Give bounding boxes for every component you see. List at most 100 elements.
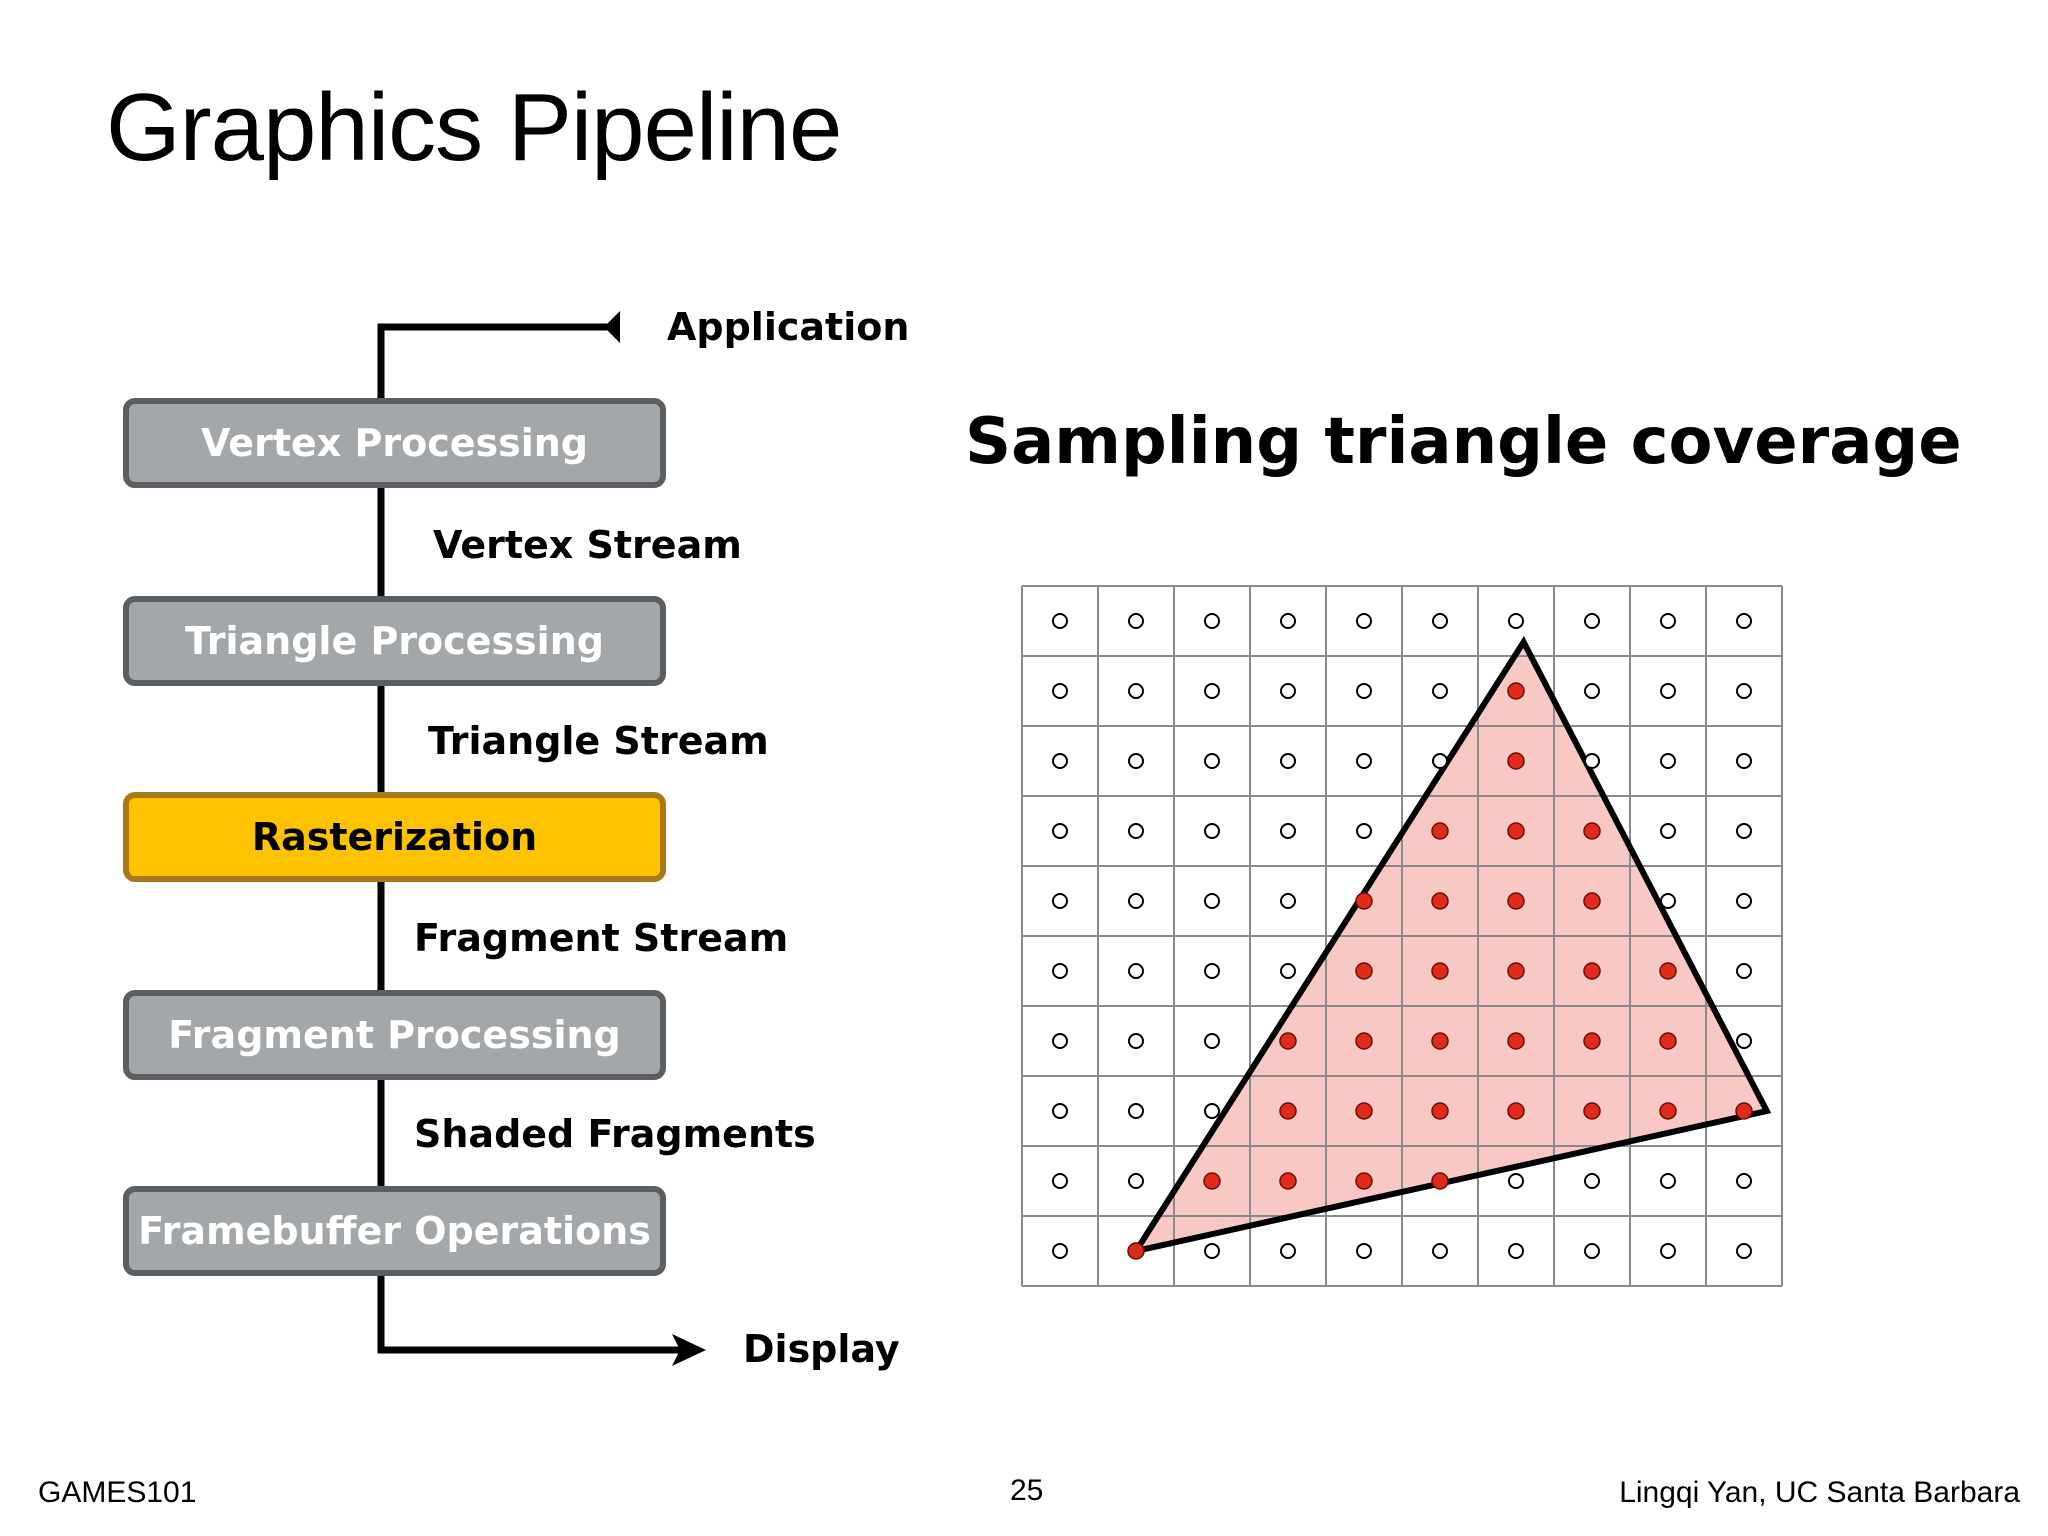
- footer-course: GAMES101: [38, 1476, 197, 1509]
- uncovered-sample-point: [1128, 1103, 1144, 1119]
- uncovered-sample-point: [1356, 753, 1372, 769]
- application-input-line: [377, 323, 612, 398]
- covered-sample-point: [1355, 1102, 1373, 1120]
- covered-sample-point: [1355, 1172, 1373, 1190]
- uncovered-sample-point: [1052, 1243, 1068, 1259]
- uncovered-sample-point: [1204, 753, 1220, 769]
- covered-sample-point: [1203, 1172, 1221, 1190]
- uncovered-sample-point: [1508, 1243, 1524, 1259]
- uncovered-sample-point: [1052, 613, 1068, 629]
- covered-sample-point: [1583, 962, 1601, 980]
- slide-title: Graphics Pipeline: [106, 74, 842, 181]
- covered-sample-point: [1735, 1102, 1753, 1120]
- covered-sample-point: [1507, 1102, 1525, 1120]
- stage-framebuffer-operations: Framebuffer Operations: [123, 1186, 666, 1276]
- uncovered-sample-point: [1204, 823, 1220, 839]
- application-input-arrowhead: [604, 311, 620, 343]
- uncovered-sample-point: [1128, 1033, 1144, 1049]
- uncovered-sample-point: [1280, 1243, 1296, 1259]
- stage-triangle-processing: Triangle Processing: [123, 596, 666, 686]
- coverage-grid-diagram: [1021, 585, 1783, 1287]
- uncovered-sample-point: [1584, 1173, 1600, 1189]
- uncovered-sample-point: [1736, 963, 1752, 979]
- uncovered-sample-point: [1660, 613, 1676, 629]
- covered-sample-point: [1659, 1032, 1677, 1050]
- uncovered-sample-point: [1280, 823, 1296, 839]
- uncovered-sample-point: [1280, 963, 1296, 979]
- covered-sample-point: [1279, 1032, 1297, 1050]
- uncovered-sample-point: [1128, 823, 1144, 839]
- stage-vertex-processing: Vertex Processing: [123, 398, 666, 488]
- uncovered-sample-point: [1128, 893, 1144, 909]
- uncovered-sample-point: [1356, 683, 1372, 699]
- coverage-diagram-title: Sampling triangle coverage: [965, 405, 1962, 479]
- uncovered-sample-point: [1356, 613, 1372, 629]
- triangle-fill: [1136, 642, 1767, 1251]
- uncovered-sample-point: [1584, 683, 1600, 699]
- uncovered-sample-point: [1204, 963, 1220, 979]
- covered-sample-point: [1431, 1032, 1449, 1050]
- uncovered-sample-point: [1128, 963, 1144, 979]
- uncovered-sample-point: [1204, 1103, 1220, 1119]
- uncovered-sample-point: [1736, 683, 1752, 699]
- covered-sample-point: [1431, 1102, 1449, 1120]
- uncovered-sample-point: [1432, 753, 1448, 769]
- uncovered-sample-point: [1432, 613, 1448, 629]
- uncovered-sample-point: [1584, 753, 1600, 769]
- covered-sample-point: [1507, 682, 1525, 700]
- uncovered-sample-point: [1204, 1243, 1220, 1259]
- application-label: Application: [667, 305, 910, 349]
- uncovered-sample-point: [1052, 963, 1068, 979]
- covered-sample-point: [1355, 892, 1373, 910]
- uncovered-sample-point: [1052, 1173, 1068, 1189]
- covered-sample-point: [1583, 1032, 1601, 1050]
- shaded-fragments-label: Shaded Fragments: [414, 1112, 816, 1156]
- uncovered-sample-point: [1736, 823, 1752, 839]
- uncovered-sample-point: [1660, 893, 1676, 909]
- uncovered-sample-point: [1736, 893, 1752, 909]
- uncovered-sample-point: [1736, 1243, 1752, 1259]
- footer-author: Lingqi Yan, UC Santa Barbara: [1619, 1476, 2020, 1509]
- covered-sample-point: [1583, 892, 1601, 910]
- stage-rasterization: Rasterization: [123, 792, 666, 882]
- uncovered-sample-point: [1052, 1033, 1068, 1049]
- uncovered-sample-point: [1052, 1103, 1068, 1119]
- uncovered-sample-point: [1660, 1173, 1676, 1189]
- uncovered-sample-point: [1584, 613, 1600, 629]
- uncovered-sample-point: [1660, 683, 1676, 699]
- triangle-outline: [1129, 635, 1772, 1256]
- uncovered-sample-point: [1432, 683, 1448, 699]
- uncovered-sample-point: [1052, 893, 1068, 909]
- uncovered-sample-point: [1736, 1173, 1752, 1189]
- uncovered-sample-point: [1052, 683, 1068, 699]
- uncovered-sample-point: [1204, 1033, 1220, 1049]
- covered-sample-point: [1507, 892, 1525, 910]
- covered-sample-point: [1431, 892, 1449, 910]
- triangle-stream-label: Triangle Stream: [428, 719, 769, 763]
- covered-sample-point: [1279, 1102, 1297, 1120]
- uncovered-sample-point: [1128, 753, 1144, 769]
- uncovered-sample-point: [1736, 613, 1752, 629]
- uncovered-sample-point: [1052, 753, 1068, 769]
- uncovered-sample-point: [1508, 613, 1524, 629]
- covered-sample-point: [1279, 1172, 1297, 1190]
- uncovered-sample-point: [1128, 1173, 1144, 1189]
- covered-sample-point: [1583, 1102, 1601, 1120]
- covered-sample-point: [1355, 1032, 1373, 1050]
- covered-sample-point: [1127, 1242, 1145, 1260]
- covered-sample-point: [1431, 962, 1449, 980]
- uncovered-sample-point: [1660, 753, 1676, 769]
- uncovered-sample-point: [1128, 683, 1144, 699]
- covered-sample-point: [1431, 822, 1449, 840]
- uncovered-sample-point: [1660, 1243, 1676, 1259]
- uncovered-sample-point: [1280, 683, 1296, 699]
- covered-sample-point: [1659, 962, 1677, 980]
- footer-page-number: 25: [1010, 1474, 1044, 1507]
- covered-sample-point: [1507, 962, 1525, 980]
- uncovered-sample-point: [1736, 753, 1752, 769]
- covered-sample-point: [1583, 822, 1601, 840]
- covered-sample-point: [1507, 1032, 1525, 1050]
- fragment-stream-label: Fragment Stream: [414, 916, 789, 960]
- uncovered-sample-point: [1280, 893, 1296, 909]
